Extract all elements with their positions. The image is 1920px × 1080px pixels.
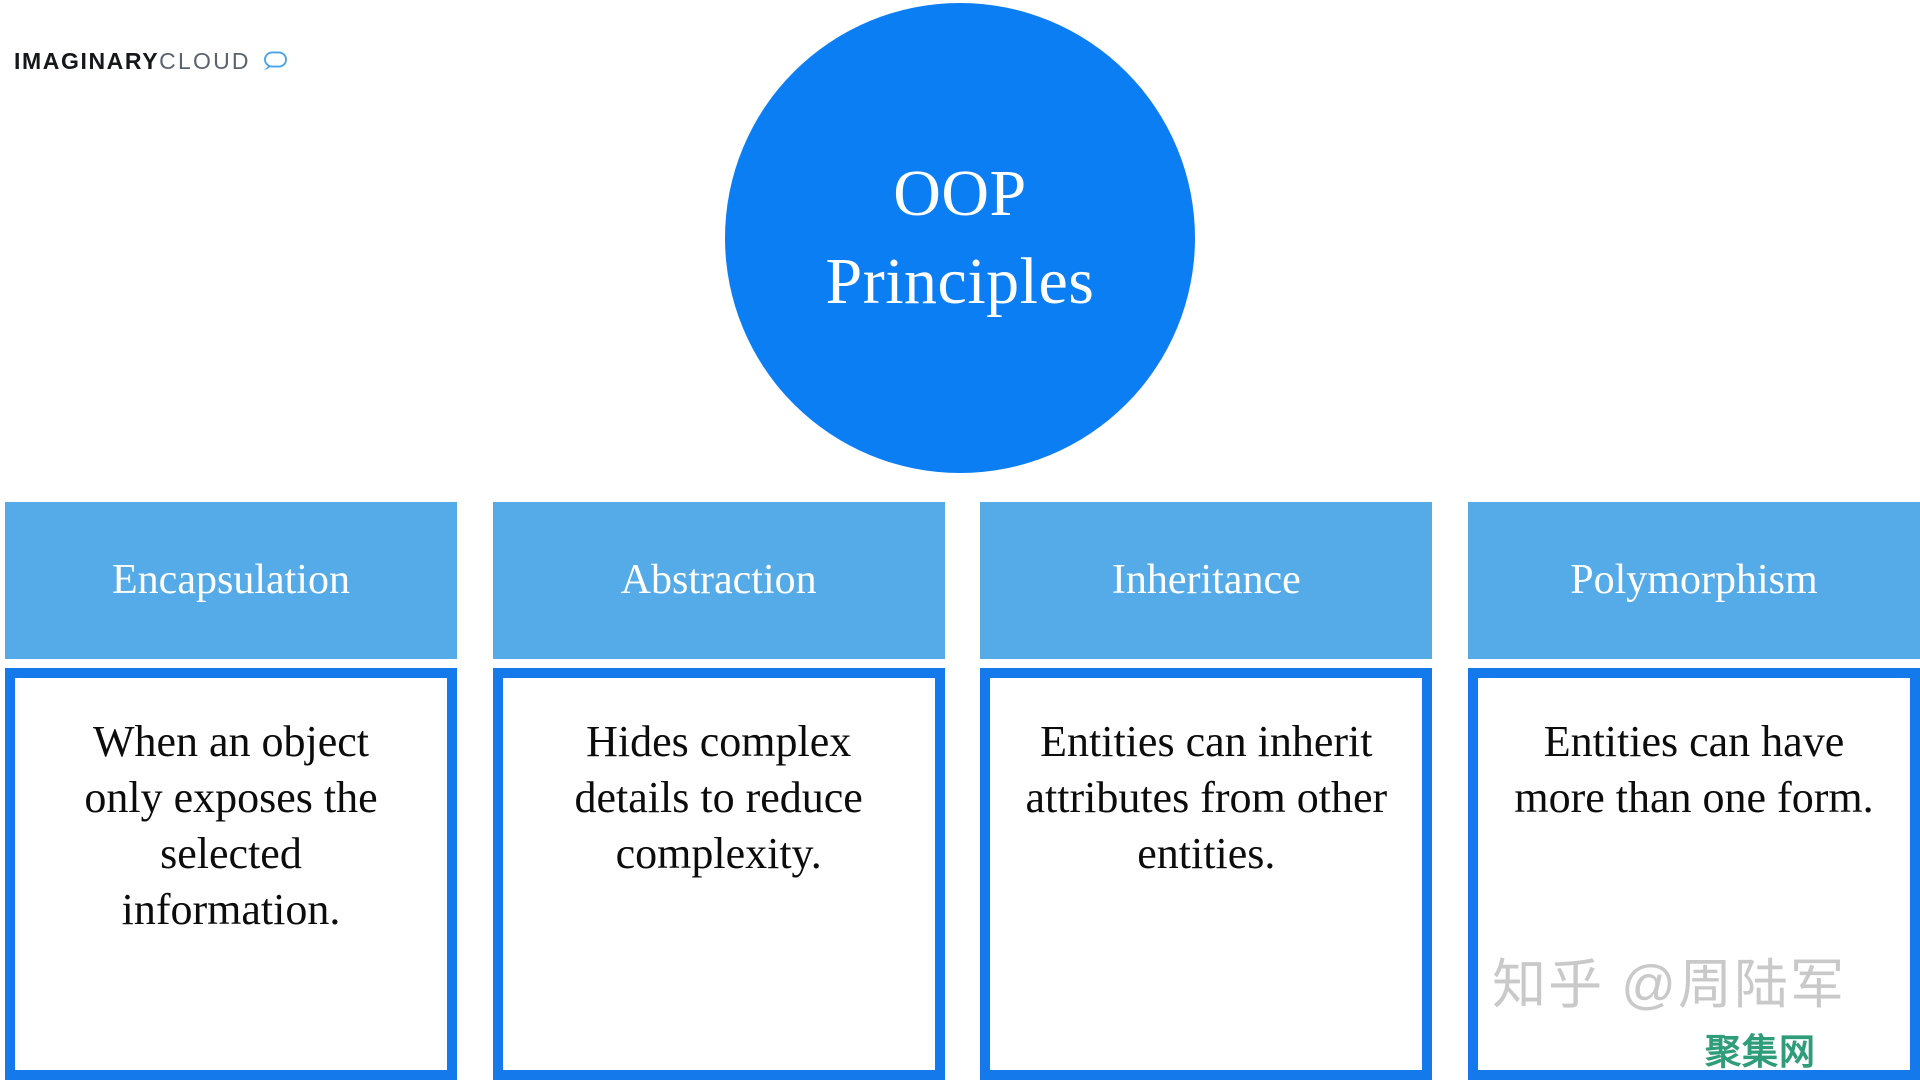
principle-header-polymorphism: Polymorphism xyxy=(1467,502,1920,659)
brand-name-primary: IMAGINARY xyxy=(14,47,160,74)
principle-description: Entities can inherit attributes from oth… xyxy=(1025,717,1388,878)
oop-principles-circle: OOP Principles xyxy=(725,3,1195,473)
principle-body-inheritance: Entities can inherit attributes from oth… xyxy=(980,668,1433,1080)
principle-header-inheritance: Inheritance xyxy=(980,502,1433,659)
principles-row: Encapsulation When an object only expose… xyxy=(0,502,1920,1080)
principle-header-abstraction: Abstraction xyxy=(492,502,945,659)
principle-card-encapsulation: Encapsulation When an object only expose… xyxy=(5,502,457,1080)
speech-bubble-icon xyxy=(262,50,288,72)
principle-title: Polymorphism xyxy=(1570,557,1818,604)
principle-card-inheritance: Inheritance Entities can inherit attribu… xyxy=(980,502,1433,1080)
principle-title: Inheritance xyxy=(1111,557,1301,604)
principle-body-encapsulation: When an object only exposes the selected… xyxy=(5,668,457,1080)
principle-card-abstraction: Abstraction Hides complex details to red… xyxy=(492,502,945,1080)
principle-body-polymorphism: Entities can have more than one form. xyxy=(1467,668,1920,1080)
principle-card-polymorphism: Polymorphism Entities can have more than… xyxy=(1467,502,1920,1080)
principle-description: Entities can have more than one form. xyxy=(1514,717,1874,822)
principle-body-abstraction: Hides complex details to reduce complexi… xyxy=(492,668,945,1080)
principle-header-encapsulation: Encapsulation xyxy=(5,502,457,659)
circle-title-line-1: OOP xyxy=(893,156,1027,230)
circle-title-line-2: Principles xyxy=(825,245,1095,318)
principle-title: Abstraction xyxy=(620,557,817,604)
brand-name-secondary: CLOUD xyxy=(159,47,251,74)
principle-title: Encapsulation xyxy=(112,557,350,604)
principle-description: When an object only exposes the selected… xyxy=(84,717,378,934)
principle-description: Hides complex details to reduce complexi… xyxy=(574,717,863,878)
